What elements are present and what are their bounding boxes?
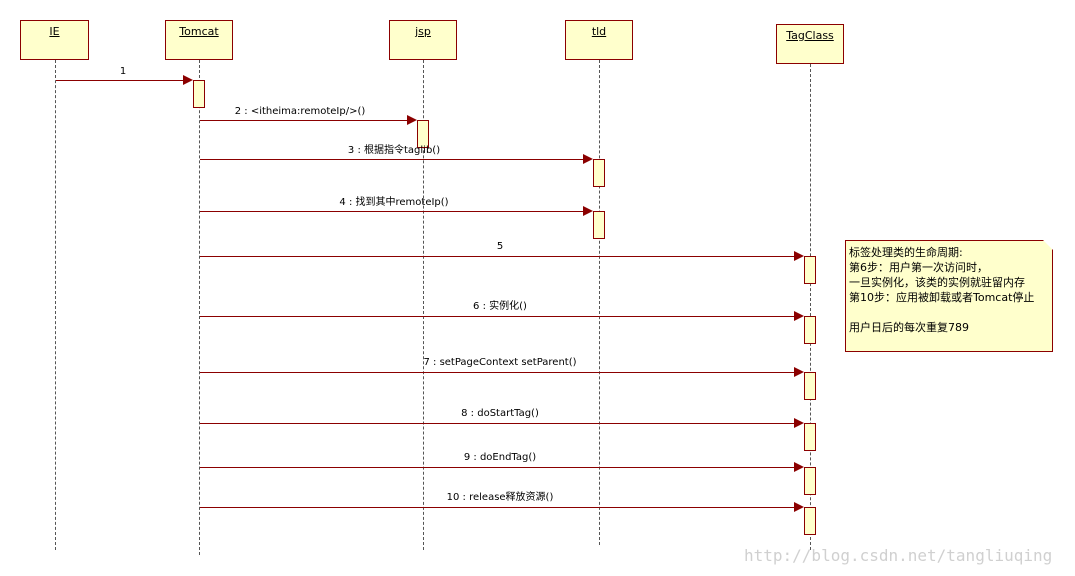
message-10-arrowhead bbox=[794, 502, 804, 512]
lifeline-jsp-box: jsp bbox=[389, 20, 457, 60]
message-4-line bbox=[200, 211, 583, 212]
activation-tagclass-3 bbox=[804, 372, 816, 400]
lifeline-ie-box: IE bbox=[20, 20, 89, 60]
activation-jsp bbox=[417, 120, 429, 148]
message-6-arrowhead bbox=[794, 311, 804, 321]
message-2-label: 2 : <itheima:remoteIp/>() bbox=[234, 106, 366, 117]
activation-tld-2 bbox=[593, 211, 605, 239]
message-6-line bbox=[200, 316, 794, 317]
note-line-3: 一旦实例化，该类的实例就驻留内存 bbox=[849, 276, 1025, 289]
note-line-1: 标签处理类的生命周期: bbox=[849, 246, 963, 259]
lifeline-tld-label: tld bbox=[591, 25, 607, 38]
message-2-arrowhead bbox=[407, 115, 417, 125]
lifeline-tagclass bbox=[810, 64, 811, 550]
lifeline-jsp bbox=[423, 60, 424, 550]
lifeline-tomcat-label: Tomcat bbox=[179, 25, 219, 38]
message-9-line bbox=[200, 467, 794, 468]
lifeline-ie bbox=[55, 60, 56, 550]
message-1-line bbox=[56, 80, 183, 81]
message-2-line bbox=[200, 120, 407, 121]
note-line-2: 第6步：用户第一次访问时， bbox=[849, 261, 988, 274]
lifeline-tomcat bbox=[199, 60, 200, 555]
lifeline-tld-box: tld bbox=[565, 20, 633, 60]
activation-tagclass-5 bbox=[804, 467, 816, 495]
message-7-label: 7 : setPageContext setParent() bbox=[423, 357, 577, 368]
lifeline-tagclass-label: TagClass bbox=[786, 29, 834, 42]
activation-tagclass-4 bbox=[804, 423, 816, 451]
message-1-label: 1 bbox=[119, 66, 127, 77]
note-line-5 bbox=[849, 305, 1049, 320]
message-5-line bbox=[200, 256, 794, 257]
message-9-label: 9 : doEndTag() bbox=[463, 452, 537, 463]
message-8-line bbox=[200, 423, 794, 424]
message-5-label: 5 bbox=[496, 241, 504, 252]
message-8-label: 8 : doStartTag() bbox=[461, 408, 539, 419]
lifeline-ie-label: IE bbox=[49, 25, 60, 38]
message-8-arrowhead bbox=[794, 418, 804, 428]
message-3-label: 3 : 根据指令taglib() bbox=[347, 145, 441, 156]
note-line-6: 用户日后的每次重复789 bbox=[849, 321, 969, 334]
lifecycle-note: 标签处理类的生命周期: 第6步：用户第一次访问时， 一旦实例化，该类的实例就驻留… bbox=[845, 240, 1053, 352]
activation-tagclass-2 bbox=[804, 316, 816, 344]
message-3-arrowhead bbox=[583, 154, 593, 164]
note-fold-corner bbox=[1043, 240, 1053, 250]
message-6-label: 6 : 实例化() bbox=[473, 301, 527, 312]
lifeline-tomcat-box: Tomcat bbox=[165, 20, 233, 60]
lifeline-jsp-label: jsp bbox=[415, 25, 431, 38]
activation-tagclass-6 bbox=[804, 507, 816, 535]
message-4-arrowhead bbox=[583, 206, 593, 216]
message-1-arrowhead bbox=[183, 75, 193, 85]
message-9-arrowhead bbox=[794, 462, 804, 472]
activation-tld-1 bbox=[593, 159, 605, 187]
activation-tomcat bbox=[193, 80, 205, 108]
message-10-line bbox=[200, 507, 794, 508]
message-7-arrowhead bbox=[794, 367, 804, 377]
note-line-4: 第10步：应用被卸载或者Tomcat停止 bbox=[849, 291, 1035, 304]
activation-tagclass-1 bbox=[804, 256, 816, 284]
message-4-label: 4 : 找到其中remoteIp() bbox=[339, 197, 449, 208]
lifeline-tld bbox=[599, 60, 600, 545]
message-10-label: 10 : release释放资源() bbox=[446, 492, 554, 503]
message-7-line bbox=[200, 372, 794, 373]
watermark: http://blog.csdn.net/tangliuqing bbox=[744, 546, 1053, 565]
lifeline-tagclass-box: TagClass bbox=[776, 24, 844, 64]
message-3-line bbox=[200, 159, 583, 160]
message-5-arrowhead bbox=[794, 251, 804, 261]
